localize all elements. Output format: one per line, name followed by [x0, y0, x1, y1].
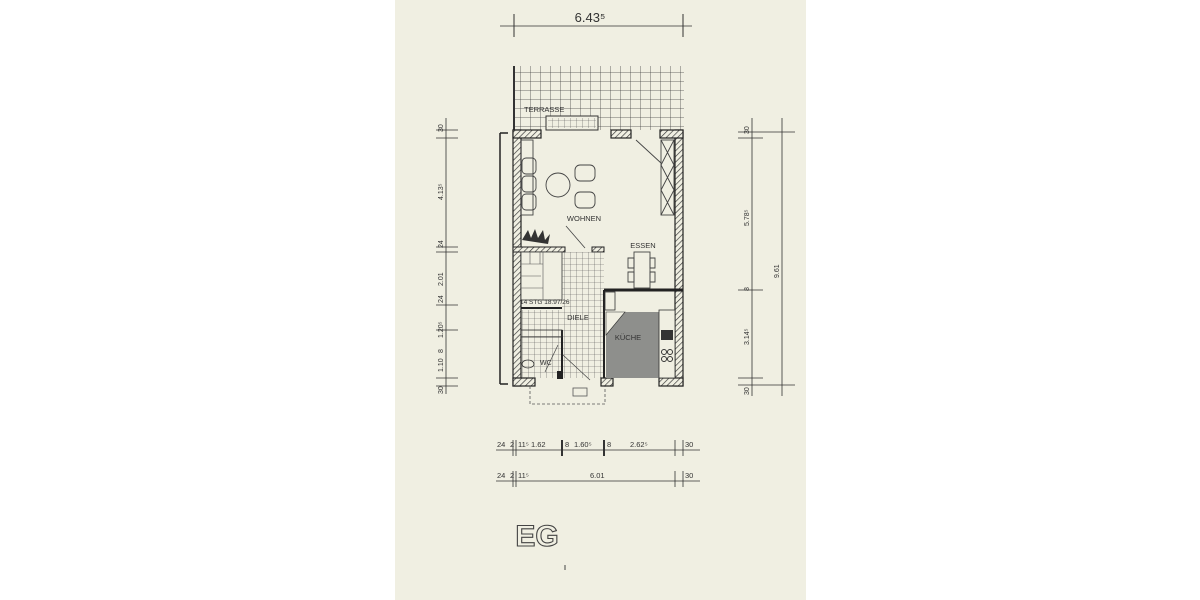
svg-text:24: 24 [438, 295, 445, 303]
floor-label: EG [515, 520, 558, 553]
svg-text:8: 8 [565, 440, 569, 449]
dimension-bottom [496, 440, 700, 487]
dining-table [627, 251, 656, 289]
svg-text:8: 8 [438, 349, 445, 353]
room-label-kueche: KÜCHE [615, 333, 641, 342]
dimension-left-labels: 30 4.13⁵ 24 2.01 24 1.20⁵ 8 1.10 30 [438, 124, 445, 394]
svg-text:1.62: 1.62 [531, 440, 546, 449]
svg-text:2.62⁵: 2.62⁵ [630, 440, 648, 449]
dimension-right [738, 118, 795, 396]
svg-text:24: 24 [438, 240, 445, 248]
dimension-bottom-labels: 24 2 11⁵ 1.62 8 1.60⁵ 8 2.62⁵ 30 24 2 11… [497, 440, 693, 480]
svg-text:3.14⁵: 3.14⁵ [744, 328, 751, 345]
dimension-left [436, 118, 458, 394]
diele-floor [562, 252, 604, 378]
svg-text:2.01: 2.01 [438, 272, 445, 286]
svg-text:24: 24 [497, 440, 505, 449]
svg-text:8: 8 [744, 287, 751, 291]
room-label-essen: ESSEN [630, 241, 655, 250]
svg-text:2: 2 [510, 471, 514, 480]
svg-text:14 STG 18.97/26: 14 STG 18.97/26 [520, 299, 570, 306]
dimension-top: 6.43⁵ [500, 10, 692, 37]
svg-text:2: 2 [510, 440, 514, 449]
svg-text:30: 30 [744, 126, 751, 134]
svg-text:TERRASSE: TERRASSE [524, 105, 564, 114]
svg-text:1.10: 1.10 [438, 358, 445, 372]
svg-text:1.20⁵: 1.20⁵ [438, 321, 445, 338]
svg-text:WC: WC [540, 360, 552, 367]
svg-text:11⁵: 11⁵ [518, 440, 529, 449]
svg-text:30: 30 [438, 386, 445, 394]
svg-text:24: 24 [497, 471, 505, 480]
svg-text:30: 30 [685, 471, 693, 480]
svg-text:6.43⁵: 6.43⁵ [575, 10, 606, 25]
staircase: 14 STG 18.97/26 [520, 251, 570, 306]
svg-text:9.61: 9.61 [774, 264, 781, 278]
svg-text:4.13⁵: 4.13⁵ [438, 183, 445, 200]
svg-text:30: 30 [438, 124, 445, 132]
room-label-wohnen: WOHNEN [567, 214, 601, 223]
svg-text:5.78⁵: 5.78⁵ [744, 209, 751, 226]
svg-text:1.60⁵: 1.60⁵ [574, 440, 592, 449]
terrace: TERRASSE [513, 66, 684, 131]
entrance-porch [529, 386, 606, 405]
plant-icon [522, 229, 550, 244]
svg-text:8: 8 [607, 440, 611, 449]
svg-text:30: 30 [744, 387, 751, 395]
kitchen-counter [604, 291, 676, 379]
svg-text:30: 30 [685, 440, 693, 449]
room-label-diele: DIELE [567, 313, 589, 322]
wc-room: WC [520, 329, 563, 379]
svg-text:6.01: 6.01 [590, 471, 605, 480]
dimension-right-labels: 30 5.78⁵ 8 3.14⁵ 30 9.61 [744, 126, 781, 395]
svg-text:11⁵: 11⁵ [518, 471, 529, 480]
wohnen-furniture [520, 139, 675, 216]
